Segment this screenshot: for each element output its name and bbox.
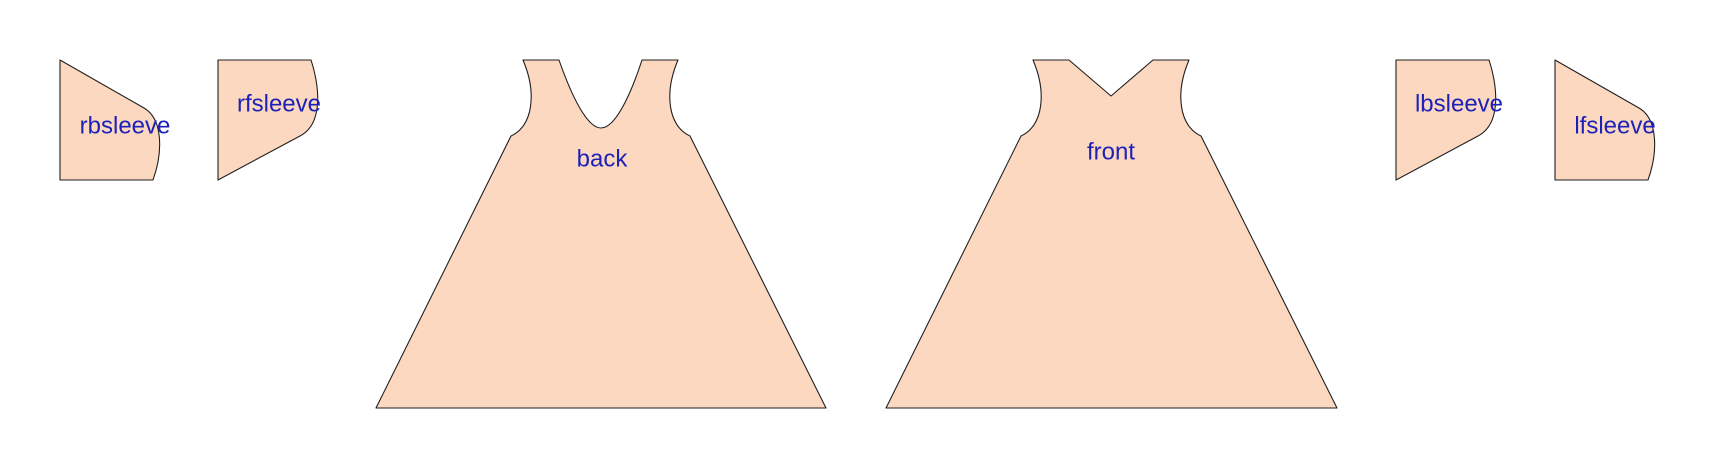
back-piece (375, 59, 827, 409)
rfsleeve-piece-group: rfsleeve (217, 59, 321, 181)
front-piece-group: front (885, 59, 1338, 409)
lbsleeve-piece (1395, 59, 1497, 181)
rbsleeve-piece-group: rbsleeve (59, 59, 171, 181)
rbsleeve-piece (59, 59, 161, 181)
back-label: back (577, 145, 629, 172)
lbsleeve-label: lbsleeve (1415, 90, 1503, 117)
lbsleeve-piece-group: lbsleeve (1395, 59, 1503, 181)
lfsleeve-piece (1554, 59, 1656, 181)
front-piece (885, 59, 1338, 409)
rfsleeve-piece (217, 59, 319, 181)
lfsleeve-label: lfsleeve (1574, 112, 1655, 139)
back-piece-group: back (375, 59, 827, 409)
rbsleeve-label: rbsleeve (80, 112, 171, 139)
lfsleeve-piece-group: lfsleeve (1554, 59, 1656, 181)
rfsleeve-label: rfsleeve (237, 90, 321, 117)
front-label: front (1087, 138, 1135, 165)
